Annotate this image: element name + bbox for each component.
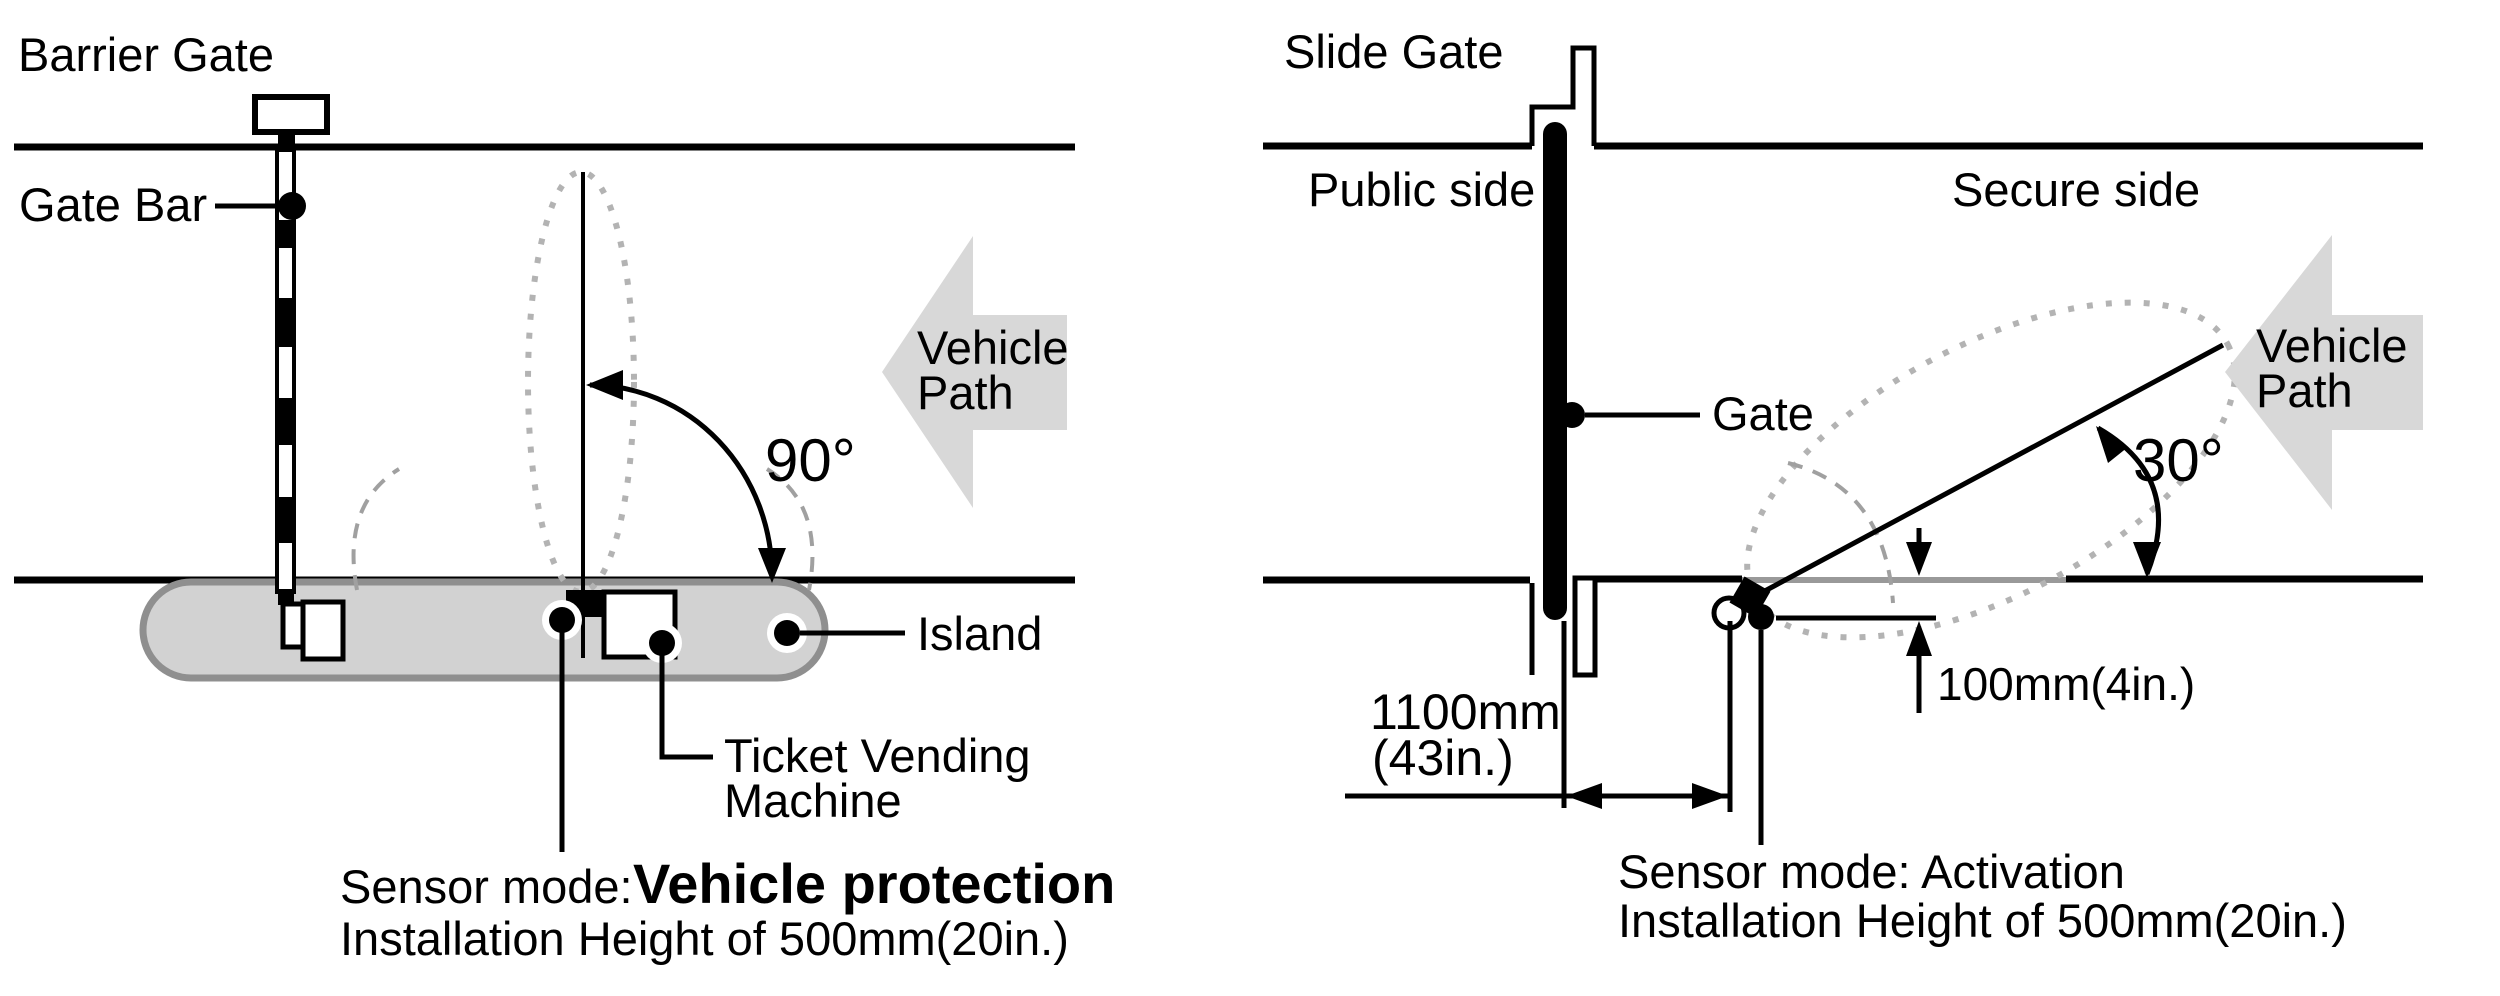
tvm-callout-line bbox=[659, 643, 713, 760]
install-height-left: Installation Height of 500mm(20in.) bbox=[340, 912, 1069, 965]
detection-pattern-wide-arc-right bbox=[1787, 461, 1895, 604]
vehicle-path-label-line2: Path bbox=[2256, 364, 2353, 417]
slide-gate-panel bbox=[1543, 122, 1567, 620]
gate-bar-callout-dot bbox=[278, 192, 306, 220]
vehicle-path-arrow-left-icon bbox=[882, 236, 1067, 508]
secure-side-label: Secure side bbox=[1952, 163, 2200, 216]
vehicle-path-label-line2: Path bbox=[917, 366, 1014, 419]
angle-arc-90 bbox=[589, 382, 775, 577]
arc-arrowhead-down-icon bbox=[2133, 542, 2161, 578]
sensor-mode-right: Sensor mode: Activation bbox=[1618, 845, 2125, 898]
detection-pattern-narrow-right bbox=[1744, 299, 2238, 641]
barrier-gate-housing bbox=[252, 94, 330, 135]
gate-distance-dim-line2: (43in.) bbox=[1372, 730, 1514, 786]
gate-bar-stripe bbox=[279, 298, 292, 347]
island-callout-dot bbox=[774, 620, 800, 646]
install-height-right: Installation Height of 500mm(20in.) bbox=[1618, 894, 2347, 947]
arc-arrowhead-left-icon bbox=[586, 370, 623, 400]
barrier-gate-stem bbox=[278, 130, 295, 150]
dim-arrowhead-up-icon bbox=[1906, 621, 1932, 656]
angle-label-90: 90° bbox=[765, 427, 856, 494]
gate-base-post-large bbox=[300, 599, 346, 662]
gate-bar-stripe bbox=[279, 220, 292, 248]
slide-gate-track-housing bbox=[1529, 45, 1597, 146]
island-shape bbox=[139, 578, 829, 682]
gate-bar-tip bbox=[278, 589, 294, 605]
slide-gate-post bbox=[1572, 575, 1598, 678]
dim-arrowhead-right-icon bbox=[1692, 783, 1728, 809]
angle-label-30: 30° bbox=[2133, 427, 2224, 494]
vehicle-path-label-line1: Vehicle bbox=[2256, 319, 2408, 372]
barrier-gate-diagram: 90° Vehicle Path Barrier G bbox=[14, 28, 1115, 965]
left-diagram-title: Barrier Gate bbox=[18, 28, 274, 81]
dim-arrowhead-down-icon bbox=[1906, 542, 1932, 576]
sensor-mode-value-left: Vehicle protection bbox=[633, 852, 1115, 915]
tvm-label-line2: Machine bbox=[724, 774, 902, 827]
gate-callout-dot bbox=[1559, 402, 1585, 428]
gate-label: Gate bbox=[1712, 387, 1814, 440]
sensor-callout-dot-right bbox=[1748, 604, 1774, 630]
arc-arrowhead-down-icon bbox=[758, 548, 786, 583]
offset-dim-label: 100mm(4in.) bbox=[1937, 658, 2195, 710]
gate-bar-label: Gate Bar bbox=[19, 178, 207, 231]
gate-bar-stripe bbox=[279, 398, 292, 445]
detection-pattern-narrow-left bbox=[525, 169, 637, 595]
sensor-mode-prefix-left: Sensor mode: bbox=[340, 860, 633, 913]
public-side-label: Public side bbox=[1308, 163, 1535, 216]
gate-bar-stripe bbox=[279, 497, 292, 543]
beam-axis-line-30 bbox=[1746, 342, 2225, 603]
detection-pattern-wide-left-arc bbox=[351, 467, 401, 591]
detection-pattern-wide-right-arc bbox=[765, 467, 815, 591]
vehicle-path-label-line1: Vehicle bbox=[917, 321, 1069, 374]
vehicle-path-arrow-right-icon bbox=[2225, 235, 2423, 510]
arc-arrowhead-up-icon bbox=[2096, 426, 2128, 463]
dim-arrowhead-left-icon bbox=[1566, 783, 1602, 809]
island-label: Island bbox=[917, 607, 1042, 660]
slide-gate-diagram: 30° Gate 100mm(4in.) 1100mm (43in.) Veh bbox=[1263, 25, 2423, 947]
tvm-label-line1: Ticket Vending bbox=[724, 729, 1031, 782]
right-diagram-title: Slide Gate bbox=[1284, 25, 1503, 78]
gate-distance-dim-line1: 1100mm bbox=[1370, 684, 1561, 740]
